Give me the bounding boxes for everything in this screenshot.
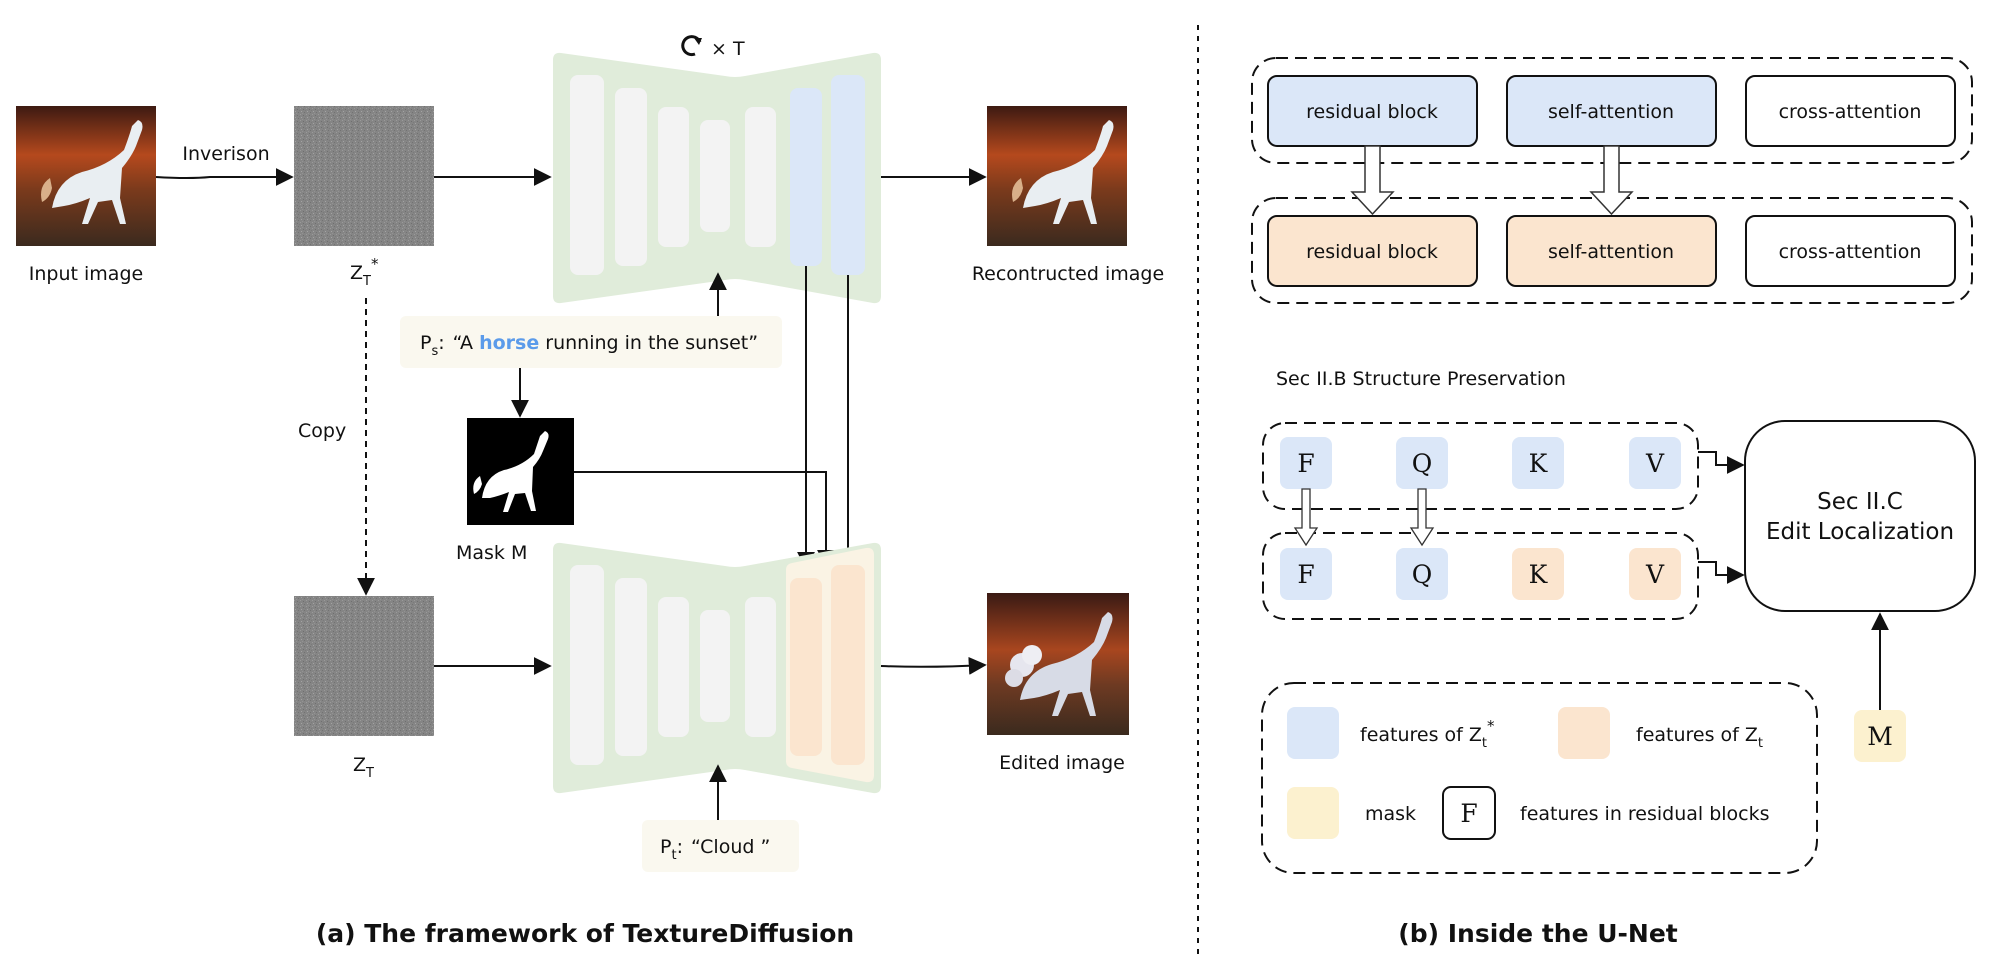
target-residual-label: residual block [1306, 241, 1438, 263]
input-image-label: Input image [29, 263, 143, 285]
source-cross-attention [1745, 75, 1956, 147]
legend-box [1261, 682, 1818, 874]
target-k-label: K [1529, 560, 1549, 589]
source-prompt-text: Ps:“A horse running in the sunset” [420, 332, 758, 359]
source-cross-attention-label: cross-attention [1779, 101, 1922, 123]
edit-localization-line2: Edit Localization [1766, 519, 1954, 545]
target-v-label: V [1645, 560, 1665, 589]
source-prompt-box [400, 316, 782, 368]
zt-label: ZT [353, 754, 374, 781]
target-k-chip [1512, 548, 1564, 600]
source-v-chip [1629, 437, 1681, 489]
target-q-chip [1396, 548, 1448, 600]
source-unet [553, 52, 881, 304]
source-residual-label: residual block [1306, 101, 1438, 123]
target-residual-block [1267, 215, 1478, 287]
mask-chip [1854, 710, 1906, 762]
self-attention-transfer-arrow [1589, 145, 1634, 216]
source-layer-group [1251, 57, 1973, 164]
edit-localization-box [1744, 420, 1976, 612]
mask-to-unet-arrow [574, 471, 835, 568]
source-k-chip [1512, 437, 1564, 489]
target-layer-group [1251, 197, 1973, 304]
legend-f-text: features in residual blocks [1520, 803, 1770, 825]
source-k-label: K [1529, 449, 1549, 478]
legend-mask-swatch [1287, 787, 1339, 839]
target-self-attention [1506, 215, 1717, 287]
copy-label: Copy [298, 420, 346, 442]
structure-preservation-title: Sec II.B Structure Preservation [1276, 368, 1566, 390]
input-image [16, 106, 156, 246]
source-features-to-edit-arrow [1698, 451, 1745, 474]
target-v-chip [1629, 548, 1681, 600]
target-features-to-edit-arrow [1698, 561, 1745, 584]
source-feature-group [1262, 422, 1699, 510]
edit-localization-line1: Sec II.C [1817, 489, 1903, 515]
legend-f-label: F [1460, 799, 1477, 828]
right-caption: (b) Inside the U-Net [1398, 919, 1678, 948]
target-cross-attention-label: cross-attention [1779, 241, 1922, 263]
source-f-label: F [1297, 449, 1314, 478]
target-f-label: F [1297, 560, 1314, 589]
reconstructed-image [987, 106, 1127, 246]
legend-source-text: features of Zt* [1360, 717, 1495, 751]
target-unet [553, 542, 881, 794]
mask-image [467, 418, 574, 525]
source-v-label: V [1645, 449, 1665, 478]
edited-label: Edited image [999, 752, 1125, 774]
target-prompt-box [642, 820, 799, 872]
target-feature-group [1262, 532, 1699, 620]
reconstructed-label: Recontructed image [972, 263, 1164, 285]
legend-f-chip [1442, 786, 1496, 840]
unet-to-edited-arrow [880, 656, 987, 675]
inversion-arrow [155, 168, 294, 186]
inversion-label: Inverison [182, 143, 269, 165]
legend-source-swatch [1287, 707, 1339, 759]
f-transfer-arrow [1293, 488, 1319, 547]
zt-star-label: ZT* [350, 255, 379, 289]
source-f-chip [1280, 437, 1332, 489]
target-self-attention-label: self-attention [1548, 241, 1674, 263]
target-cross-attention [1745, 215, 1956, 287]
source-q-label: Q [1412, 449, 1433, 478]
residual-transfer-arrow [1350, 145, 1395, 216]
timesteps-loop-icon [681, 35, 702, 57]
timesteps-label: × T [711, 38, 745, 60]
mask-chip-label: M [1867, 722, 1893, 751]
left-caption: (a) The framework of TextureDiffusion [316, 919, 854, 948]
zt-star-noise [294, 106, 434, 246]
source-self-attention-label: self-attention [1548, 101, 1674, 123]
q-transfer-arrow [1409, 488, 1435, 547]
legend-target-swatch [1558, 707, 1610, 759]
target-q-label: Q [1412, 560, 1433, 589]
source-q-chip [1396, 437, 1448, 489]
edited-image [987, 593, 1129, 735]
target-prompt-text: Pt:“Cloud ” [660, 836, 770, 863]
mask-label: Mask M [456, 542, 527, 564]
legend-mask-text: mask [1365, 803, 1416, 825]
zt-noise [294, 596, 434, 736]
target-f-chip [1280, 548, 1332, 600]
legend-target-text: features of Zt [1636, 724, 1763, 751]
